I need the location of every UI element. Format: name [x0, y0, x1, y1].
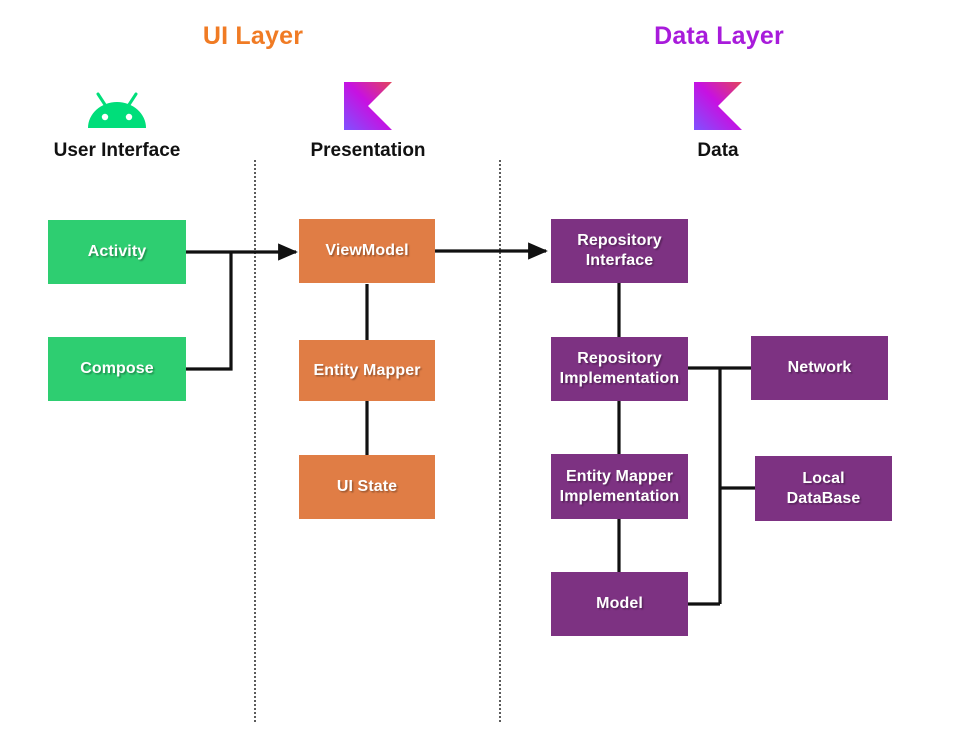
kotlin-logo-icon: [613, 78, 823, 130]
node-label: UI State: [336, 478, 398, 495]
node-label: Local DataBase: [787, 469, 861, 509]
node-label: ViewModel: [325, 242, 409, 259]
layer-title-ui: UI Layer: [202, 22, 304, 50]
node-label: Repository Implementation: [560, 349, 680, 389]
node-activity[interactable]: Activity: [48, 220, 186, 284]
node-ui-state[interactable]: UI State: [299, 455, 435, 519]
node-label: Entity Mapper: [313, 361, 421, 379]
node-label: Model: [596, 595, 643, 612]
node-label-line-1: Repository: [577, 350, 662, 367]
column-header-data: Data: [613, 78, 823, 162]
node-network[interactable]: Network: [751, 336, 888, 400]
node-label-line-2: DataBase: [786, 489, 861, 507]
node-label-line-2: Implementation: [559, 487, 680, 505]
column-label-presentation: Presentation: [310, 140, 426, 161]
node-entity-mapper-implementation[interactable]: Entity Mapper Implementation: [551, 454, 688, 519]
node-compose[interactable]: Compose: [48, 337, 186, 401]
node-viewmodel[interactable]: ViewModel: [299, 219, 435, 283]
node-label: Entity Mapper Implementation: [560, 467, 680, 507]
node-label-line-2: Implementation: [559, 370, 680, 387]
node-label: Repository Interface: [577, 231, 662, 271]
node-label: Activity: [87, 243, 147, 260]
layer-title-data: Data Layer: [654, 22, 784, 50]
node-label-line-1: Repository: [577, 232, 662, 249]
node-label: Compose: [80, 360, 154, 377]
node-entity-mapper[interactable]: Entity Mapper: [299, 340, 435, 401]
column-header-presentation: Presentation: [263, 78, 473, 162]
node-label: Network: [787, 359, 852, 376]
layer-divider-right: [499, 160, 501, 722]
kotlin-logo-icon: [263, 78, 473, 130]
column-label-user-interface: User Interface: [53, 140, 181, 161]
node-repository-interface[interactable]: Repository Interface: [551, 219, 688, 283]
node-label-line-1: Entity Mapper: [565, 467, 674, 485]
node-model[interactable]: Model: [551, 572, 688, 636]
node-local-database[interactable]: Local DataBase: [755, 456, 892, 521]
android-logo-icon: [12, 78, 222, 130]
node-label-line-2: Interface: [585, 252, 654, 269]
column-label-data: Data: [697, 140, 739, 161]
layer-divider-left: [254, 160, 256, 722]
column-header-user-interface: User Interface: [12, 78, 222, 162]
node-label-line-1: Local: [802, 469, 845, 487]
node-repository-implementation[interactable]: Repository Implementation: [551, 337, 688, 401]
